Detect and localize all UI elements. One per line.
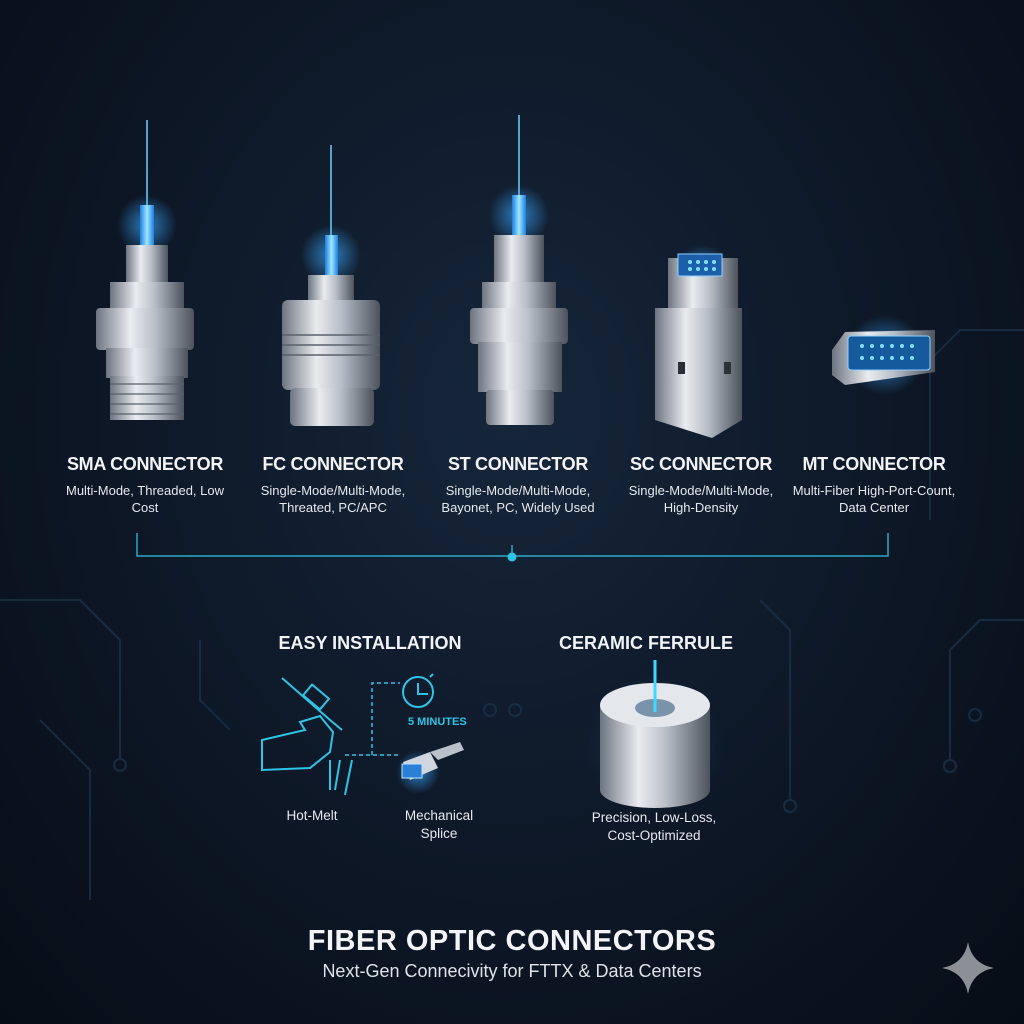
fc-desc: Single-Mode/Multi-Mode,Threated, PC/APC <box>260 483 406 515</box>
timer-icon <box>402 673 434 708</box>
sc-connector-illustration <box>655 245 742 438</box>
sma-connector-illustration <box>96 120 194 420</box>
footer-subtitle: Next-Gen Connecivity for FTTX & Data Cen… <box>322 961 702 981</box>
sc-desc: Single-Mode/Multi-Mode,High-Density <box>628 483 774 515</box>
hot-melt-label: Hot-Melt <box>286 808 338 823</box>
bracket-dot <box>507 552 517 562</box>
mt-desc: Multi-Fiber High-Port-Count,Data Center <box>792 483 956 515</box>
fc-connector-illustration <box>282 145 380 426</box>
time-label: 5 MINUTES <box>408 716 467 728</box>
sparkle-logo-icon <box>942 942 994 994</box>
ceramic-ferrule-title: CERAMIC FERRULE <box>559 633 733 653</box>
footer-title: FIBER OPTIC CONNECTORS <box>307 925 717 957</box>
ferrule-desc: Precision, Low-Loss,Cost-Optimized <box>591 810 717 843</box>
st-desc: Single-Mode/Multi-Mode,Bayonet, PC, Wide… <box>441 483 595 515</box>
hot-melt-icon <box>261 677 353 796</box>
fc-title: FC CONNECTOR <box>262 454 404 474</box>
mt-connector-illustration <box>832 315 935 395</box>
st-title: ST CONNECTOR <box>447 454 589 474</box>
mechanical-splice-icon <box>396 742 464 794</box>
ceramic-ferrule-illustration <box>585 660 725 815</box>
easy-installation-title: EASY INSTALLATION <box>278 633 462 653</box>
st-connector-illustration <box>470 115 568 425</box>
sc-title: SC CONNECTOR <box>629 454 773 474</box>
dashed-connector <box>345 682 400 756</box>
mt-title: MT CONNECTOR <box>802 454 946 474</box>
sma-title: SMA CONNECTOR <box>66 454 224 474</box>
